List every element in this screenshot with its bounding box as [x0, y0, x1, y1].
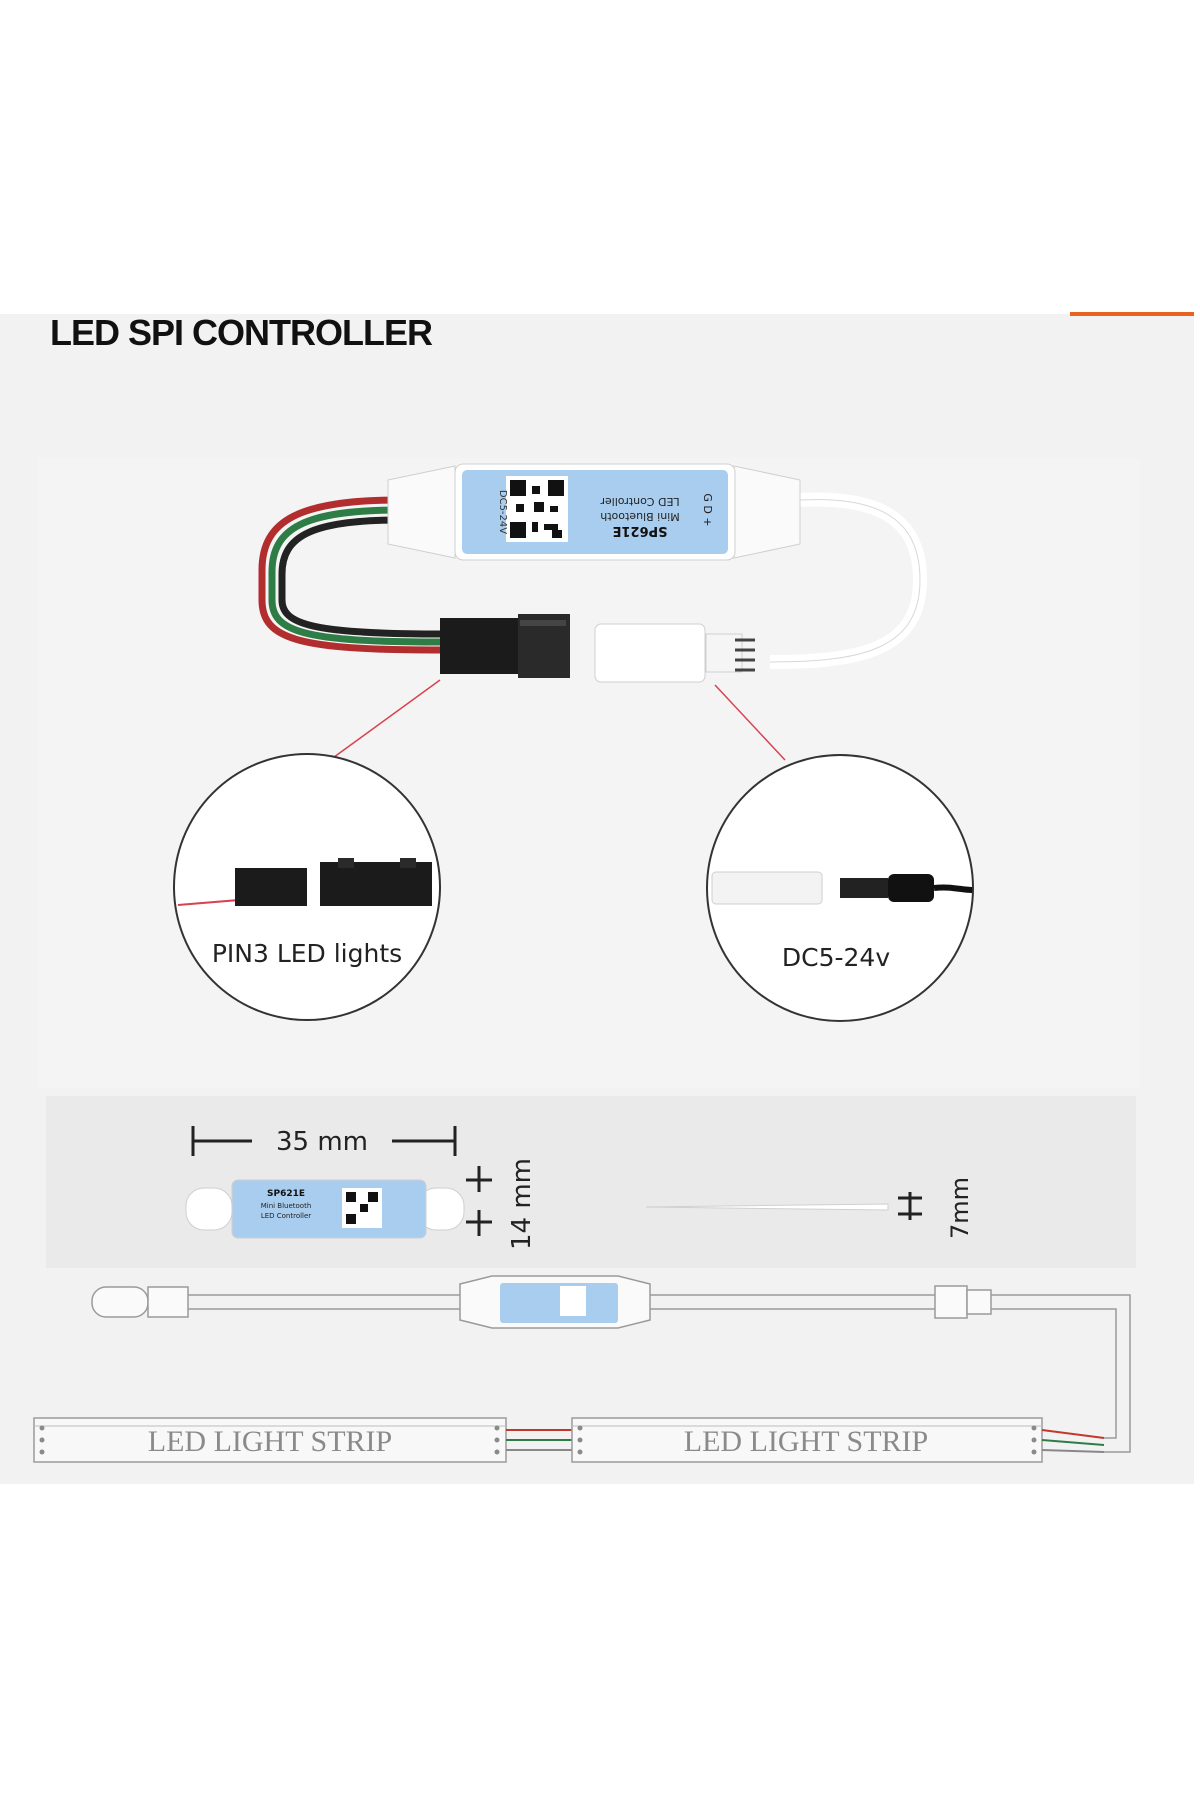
cable-label: 7mm [946, 1177, 974, 1239]
controller-model-label: SP621E [613, 523, 668, 538]
controller-small-model: SP621E [267, 1189, 305, 1199]
ribbon-cable [258, 496, 441, 654]
controller-small-line1: Mini Bluetooth [261, 1202, 312, 1210]
strip-link-wires [506, 1429, 572, 1451]
controller-photo: DC5-24V SP621E Mini Bluetooth LED Contro… [387, 463, 801, 561]
height-label: 14 mm [507, 1158, 537, 1250]
diagram-controller-label [500, 1283, 618, 1323]
power-cable-edge [739, 499, 921, 663]
controller-name-line2: LED Controller [600, 495, 680, 508]
callout-left-label: PIN3 LED lights [212, 939, 402, 968]
diagram-qr [560, 1286, 586, 1316]
cable-dimension [898, 1192, 922, 1220]
controller-small: SP621E Mini Bluetooth LED Controller [185, 1179, 465, 1239]
callout-circle-left: PIN3 LED lights [173, 753, 441, 1021]
length-label: 35 mm [276, 1127, 368, 1157]
dimension-panel [46, 1096, 1136, 1268]
led-strip-left: LED LIGHT STRIP [33, 1417, 507, 1463]
dc-jack [594, 623, 755, 683]
height-dimension [466, 1166, 492, 1236]
controller-small-line2: LED Controller [261, 1212, 311, 1220]
jst-connector [440, 614, 570, 678]
length-dimension [191, 1126, 457, 1156]
controller-name-line1: Mini Bluetooth [600, 510, 679, 523]
led-strip-left-label: LED LIGHT STRIP [148, 1425, 392, 1458]
controller-voltage-label: DC5-24V [497, 490, 508, 534]
thin-cable [645, 1203, 889, 1211]
callout-line-left [329, 679, 441, 761]
page-title: LED SPI CONTROLLER [50, 312, 433, 353]
controller-pins-label: G D + [701, 493, 714, 526]
led-strip-right-label: LED LIGHT STRIP [684, 1425, 928, 1458]
led-strip-right: LED LIGHT STRIP [571, 1417, 1043, 1463]
accent-bar [1070, 312, 1194, 316]
callout-right-label: DC5-24v [782, 943, 890, 972]
callout-circle-right: DC5-24v [706, 754, 974, 1022]
callout-line-right [714, 684, 786, 761]
strip-input-wires [1041, 1429, 1105, 1453]
